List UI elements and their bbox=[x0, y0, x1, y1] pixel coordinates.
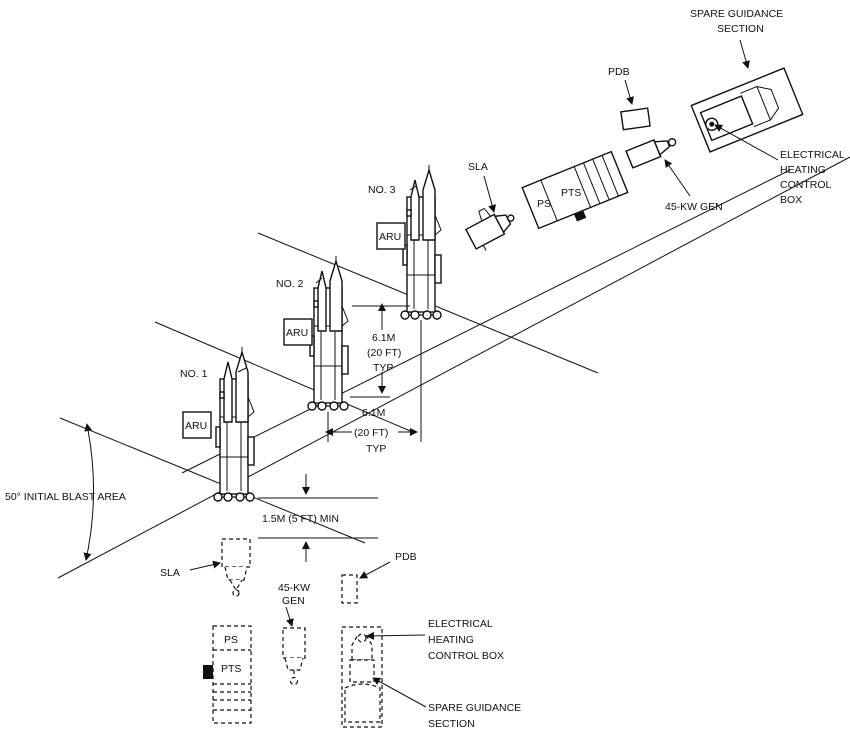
aru-box-1 bbox=[182, 411, 212, 439]
pts-bottom-label: PTS bbox=[221, 663, 241, 675]
pdb-box-top bbox=[620, 79, 651, 131]
no1-label: NO. 1 bbox=[180, 368, 208, 380]
electrical-bottom-label-line1: ELECTRICAL bbox=[428, 618, 493, 630]
ps-pts-trailer-bottom bbox=[203, 625, 252, 724]
vertical-spacing-label-line2: (20 FT) bbox=[367, 347, 401, 359]
generator-top bbox=[625, 138, 677, 169]
pdb-bottom-label: PDB bbox=[395, 551, 417, 563]
spare-guidance-bottom-label-line1: SPARE GUIDANCE bbox=[428, 702, 521, 714]
vertical-spacing-label-line1: 6.1M bbox=[372, 332, 395, 344]
horizontal-spacing-label-line1: 6.1M bbox=[362, 407, 385, 419]
pts-top-label: PTS bbox=[561, 187, 581, 199]
ps-top-label: PS bbox=[537, 198, 551, 210]
blast-area-label: 50° INITIAL BLAST AREA bbox=[5, 491, 126, 503]
aru-label-2: ARU bbox=[286, 327, 308, 339]
min-clearance-dimension bbox=[258, 474, 378, 562]
aru-box-2 bbox=[283, 318, 313, 346]
spare-guidance-bottom-label-line2: SECTION bbox=[428, 718, 475, 730]
launcher-no-3 bbox=[400, 164, 442, 320]
ps-pts-trailer-top bbox=[521, 150, 629, 230]
pdb-box-bottom bbox=[341, 561, 391, 604]
spare-guidance-section-top bbox=[690, 67, 804, 153]
electrical-top-label-line1: ELECTRICAL bbox=[780, 149, 845, 161]
electrical-top-label-line4: BOX bbox=[780, 194, 802, 206]
sla-unit-bottom bbox=[189, 538, 251, 597]
horizontal-spacing-label-line3: TYP bbox=[366, 443, 386, 455]
no2-label: NO. 2 bbox=[276, 278, 304, 290]
launcher-no-1 bbox=[213, 346, 255, 502]
sla-bottom-label: SLA bbox=[160, 567, 180, 579]
horizontal-spacing-label-line2: (20 FT) bbox=[354, 427, 388, 439]
spare-guidance-top-label-line2: SECTION bbox=[717, 23, 764, 35]
blast-angle-arc bbox=[83, 423, 94, 561]
generator-bottom-label-line1: 45-KW bbox=[278, 582, 310, 594]
aru-label-1: ARU bbox=[185, 420, 207, 432]
aru-label-3: ARU bbox=[379, 231, 401, 243]
horizontal-spacing-dimension bbox=[325, 320, 422, 442]
electrical-bottom-label-line2: HEATING bbox=[428, 634, 474, 646]
vertical-spacing-dimension bbox=[350, 303, 410, 398]
pdb-top-label: PDB bbox=[608, 66, 630, 78]
vertical-spacing-label-line3: TYP bbox=[373, 362, 393, 374]
generator-bottom bbox=[282, 606, 306, 686]
blast-area-boundary-lines bbox=[57, 156, 850, 579]
aru-box-3 bbox=[376, 222, 406, 250]
generator-top-label: 45-KW GEN bbox=[665, 201, 723, 213]
electrical-bottom-label-line3: CONTROL BOX bbox=[428, 650, 504, 662]
electrical-top-label-line2: HEATING bbox=[780, 164, 826, 176]
no3-label: NO. 3 bbox=[368, 184, 396, 196]
spare-guidance-top-label-line1: SPARE GUIDANCE bbox=[690, 8, 783, 20]
min-clearance-label: 1.5M (5 FT) MIN bbox=[262, 513, 339, 525]
generator-bottom-label-line2: GEN bbox=[282, 595, 305, 607]
launcher-no-2 bbox=[307, 255, 349, 411]
ps-bottom-label: PS bbox=[224, 634, 238, 646]
sla-unit-top bbox=[464, 207, 515, 251]
sla-top-label: SLA bbox=[468, 161, 488, 173]
spare-guidance-section-bottom bbox=[341, 626, 427, 728]
electrical-top-label-line3: CONTROL bbox=[780, 179, 831, 191]
